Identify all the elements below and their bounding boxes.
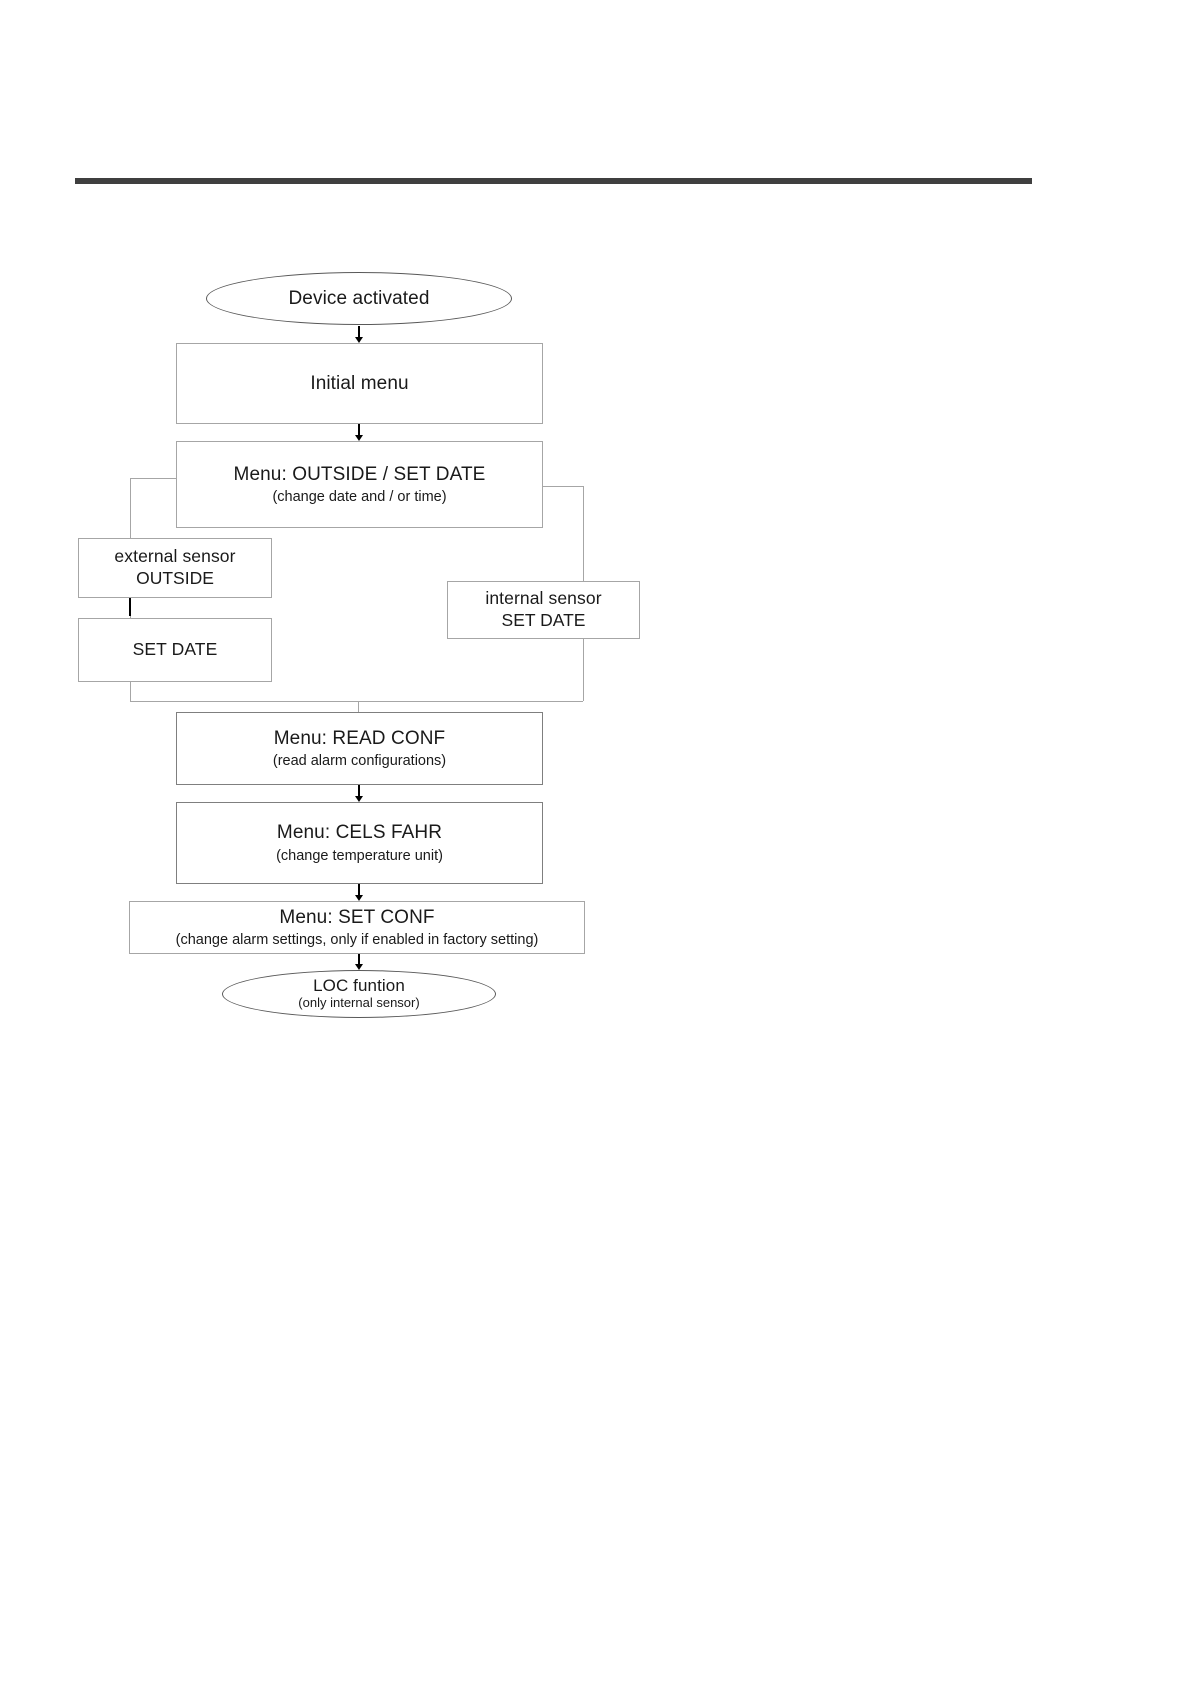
node-loc-funtion-title: LOC funtion <box>313 975 405 995</box>
connector-tick-external-to-setdate <box>129 598 131 616</box>
node-internal-sensor-subtitle: SET DATE <box>501 610 586 630</box>
connector-left-horizontal-top <box>130 478 178 479</box>
node-menu-cels-fahr[interactable]: Menu: CELS FAHR (change temperature unit… <box>176 802 543 884</box>
node-internal-sensor-title: internal sensor <box>485 588 602 609</box>
arrow-setconf-to-loc <box>355 954 363 970</box>
connector-merge-stub <box>358 701 359 712</box>
node-menu-read-conf[interactable]: Menu: READ CONF (read alarm configuratio… <box>176 712 543 785</box>
node-loc-funtion[interactable]: LOC funtion (only internal sensor) <box>222 970 496 1018</box>
node-menu-cels-fahr-title: Menu: CELS FAHR <box>276 822 443 844</box>
node-external-sensor-outside[interactable]: external sensor OUTSIDE <box>78 538 272 598</box>
node-device-activated[interactable]: Device activated <box>206 272 512 325</box>
connector-right-vertical-bottom <box>583 638 584 701</box>
arrow-celsfahr-to-setconf <box>355 884 363 901</box>
node-menu-outside-set-date[interactable]: Menu: OUTSIDE / SET DATE (change date an… <box>176 441 543 528</box>
arrow-device-to-initial <box>355 326 363 343</box>
arrow-readconf-to-celsfahr <box>355 785 363 802</box>
node-menu-set-conf-title: Menu: SET CONF <box>279 906 435 928</box>
header-rule <box>75 178 1032 184</box>
node-initial-menu[interactable]: Initial menu <box>176 343 543 424</box>
node-menu-read-conf-title: Menu: READ CONF <box>273 727 446 749</box>
connector-merge-horizontal-left <box>130 701 358 702</box>
node-external-sensor-title: external sensor <box>114 546 236 567</box>
connector-right-horizontal-top <box>543 486 583 487</box>
node-menu-outside-set-date-subtitle: (change date and / or time) <box>272 489 447 506</box>
node-set-date-title: SET DATE <box>132 639 218 660</box>
node-initial-menu-title: Initial menu <box>310 372 409 394</box>
node-menu-set-conf-subtitle: (change alarm settings, only if enabled … <box>175 932 539 949</box>
connector-merge-horizontal-right <box>358 701 583 702</box>
node-menu-outside-set-date-title: Menu: OUTSIDE / SET DATE <box>233 463 486 485</box>
connector-right-vertical-top <box>583 486 584 581</box>
connector-left-vertical-top <box>130 478 131 540</box>
node-menu-read-conf-subtitle: (read alarm configurations) <box>272 753 447 770</box>
node-device-activated-title: Device activated <box>288 287 430 309</box>
node-external-sensor-subtitle: OUTSIDE <box>136 568 214 588</box>
node-menu-cels-fahr-subtitle: (change temperature unit) <box>276 847 443 864</box>
node-loc-funtion-subtitle: (only internal sensor) <box>298 995 420 1011</box>
node-menu-set-conf[interactable]: Menu: SET CONF (change alarm settings, o… <box>129 901 585 954</box>
arrow-initial-to-outside <box>355 424 363 441</box>
node-internal-sensor-set-date[interactable]: internal sensor SET DATE <box>447 581 640 639</box>
node-set-date[interactable]: SET DATE <box>78 618 272 682</box>
